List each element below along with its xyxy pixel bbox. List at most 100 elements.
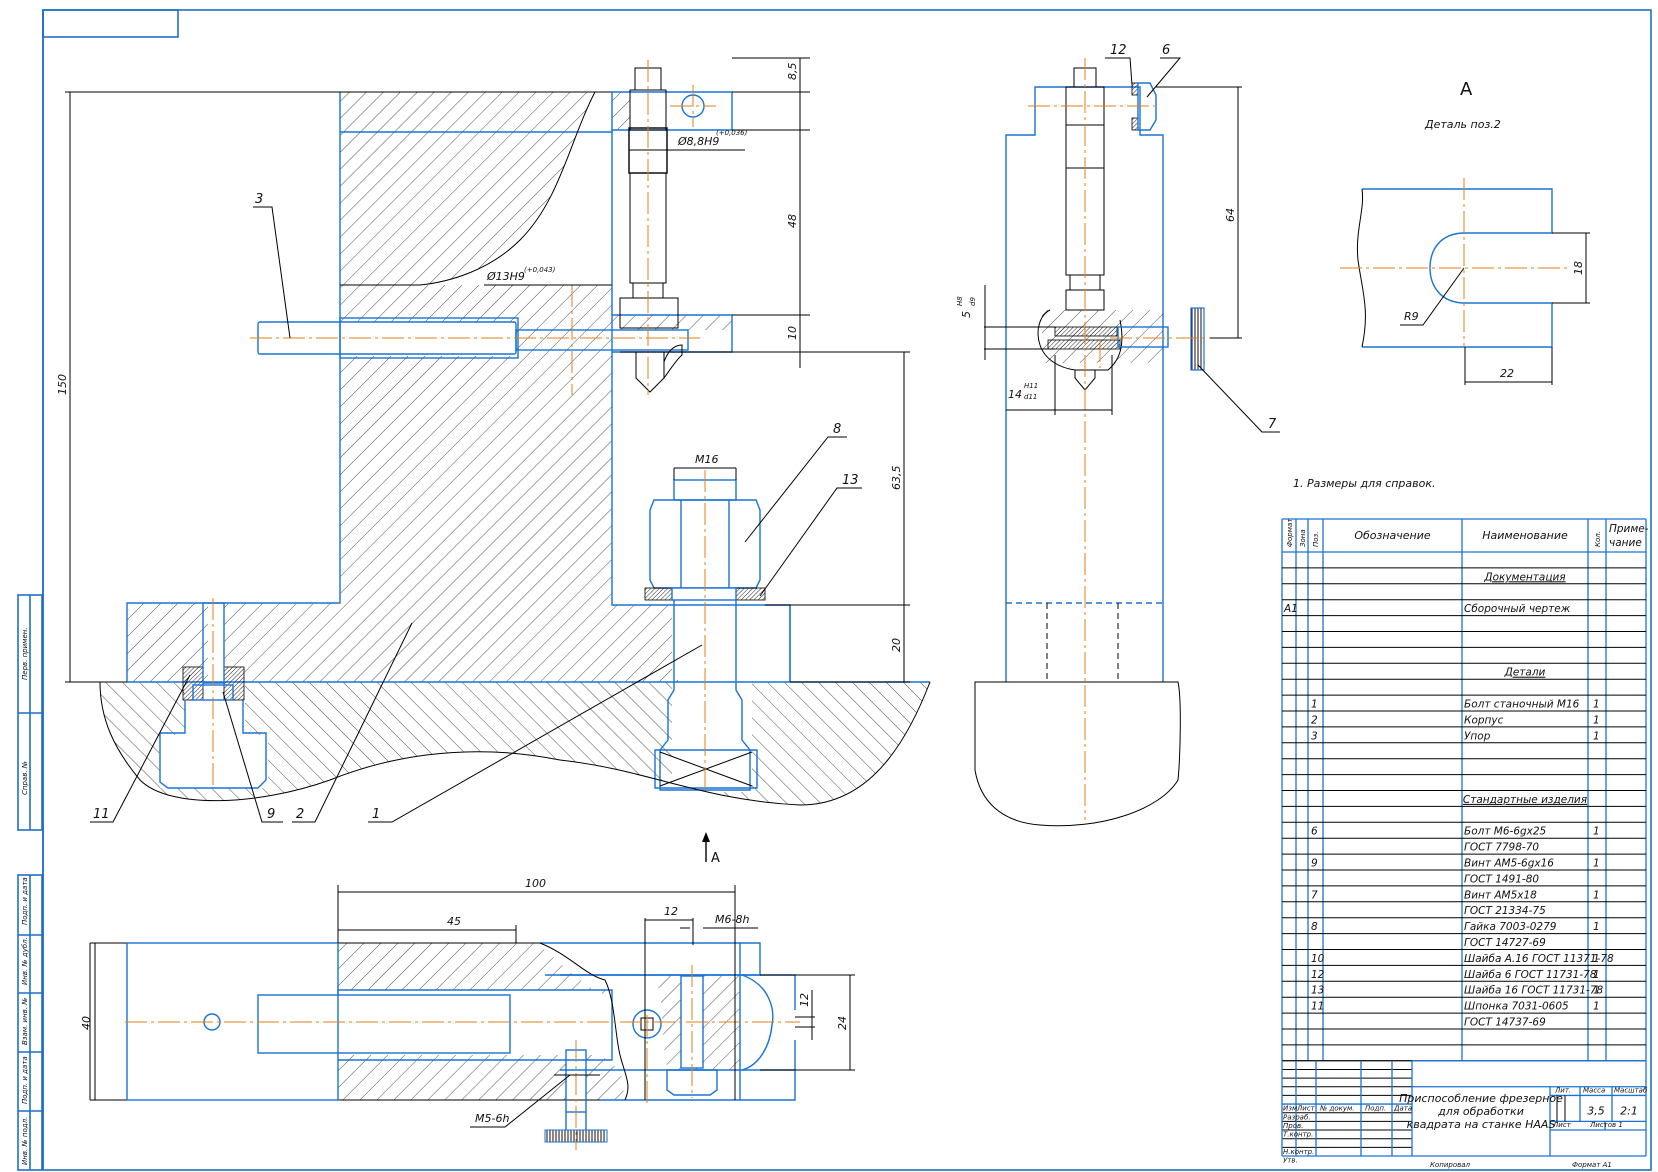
- drawing-title: для обработки: [1437, 1105, 1524, 1118]
- side-stamp-label: Взам. инв. №: [21, 997, 29, 1045]
- spec-position: 7: [1311, 889, 1318, 901]
- dim-12-right: 12: [798, 993, 811, 1007]
- dim-20: 20: [890, 638, 903, 652]
- spec-name: Шайба 6 ГОСТ 11731-78: [1464, 969, 1597, 981]
- spec-qty: 1: [1593, 858, 1600, 870]
- side-dimensions: 64 5 H8 d9 14 H11 d11: [956, 86, 1242, 415]
- spec-row: Документация: [1483, 571, 1565, 583]
- spec-name: Шайба А.16 ГОСТ 11371-78: [1464, 953, 1614, 965]
- plan-view: 100 45 12 М6-8h 12 24 40 М5-6h: [80, 877, 855, 1150]
- front-view: 150 8,5 48 10 63,5 20 М16 Ø8,8H9 (+0,036…: [56, 57, 931, 866]
- spec-header: Кол.: [1594, 531, 1602, 547]
- spec-position: 3: [1311, 730, 1318, 742]
- balloon-12: 12: [1110, 43, 1127, 58]
- spec-row: 10 Шайба А.16 ГОСТ 11371-781: [1311, 953, 1614, 965]
- mass-label: Масса: [1583, 1086, 1605, 1094]
- view-label: А: [1460, 79, 1473, 100]
- balloon-8: 8: [833, 422, 841, 437]
- plan-bolt-head: [666, 1069, 718, 1096]
- plan-screw-head: [632, 1009, 662, 1039]
- side-stamp-label: Перв. примен.: [21, 627, 29, 680]
- spec-position: 1: [1311, 699, 1318, 711]
- dim-40: 40: [80, 1016, 93, 1030]
- spec-name: Гайка 7003-0279: [1464, 921, 1557, 933]
- detail-view-a: А Деталь поз.2 18 22 R9: [1340, 79, 1590, 385]
- spec-qty: 1: [1593, 969, 1600, 981]
- scale-label: Масштаб: [1614, 1086, 1648, 1094]
- spec-position: 9: [1311, 858, 1318, 870]
- spec-name: Болт М6-6gх25: [1464, 826, 1547, 838]
- spec-section-title: Детали: [1504, 667, 1546, 679]
- lit-label: Лит.: [1554, 1086, 1571, 1094]
- dim-m6-8h: М6-8h: [715, 913, 749, 926]
- spec-name: ГОСТ 7798-70: [1464, 842, 1539, 854]
- spec-position: 6: [1311, 826, 1318, 838]
- spec-header: Обозначение: [1354, 529, 1431, 542]
- side-view: 64 5 H8 d9 14 H11 d11 12 6 7: [956, 43, 1280, 827]
- spec-format: А1: [1283, 603, 1298, 615]
- dim-24: 24: [836, 1016, 849, 1030]
- spec-qty: 1: [1593, 826, 1600, 838]
- spec-row: Детали: [1504, 667, 1546, 679]
- spec-qty: 1: [1593, 1001, 1600, 1013]
- balloon-7: 7: [1268, 417, 1277, 432]
- spec-row: ГОСТ 14737-69: [1464, 1017, 1546, 1029]
- outer-frame: [42, 9, 1652, 1171]
- side-stamp-label: Справ. №: [21, 761, 29, 795]
- knurled-screw: [1190, 307, 1205, 371]
- dim-22: 22: [1500, 367, 1514, 380]
- title-col-header: № докум.: [1319, 1105, 1355, 1113]
- dim-45: 45: [447, 915, 461, 928]
- balloon-2: 2: [296, 807, 304, 822]
- spec-header: Наименование: [1482, 529, 1568, 542]
- dim-63-5: 63,5: [890, 466, 903, 491]
- top-left-stamp-box: [42, 9, 179, 38]
- dim-14: 14: [1008, 388, 1022, 401]
- spec-header: Поз.: [1312, 532, 1320, 548]
- spec-name: Сборочный чертеж: [1464, 603, 1571, 615]
- spec-name: ГОСТ 14737-69: [1464, 1017, 1546, 1029]
- title-role: Т.контр.: [1283, 1131, 1313, 1139]
- side-balloons: 12 6 7: [1105, 43, 1280, 433]
- technical-note: 1. Размеры для справок.: [1293, 477, 1436, 490]
- title-role: Н.контр.: [1283, 1148, 1314, 1156]
- balloon-13: 13: [842, 473, 859, 488]
- spec-name: Винт АМ5-6gх16: [1464, 858, 1554, 870]
- dim-8-5: 8,5: [786, 63, 799, 81]
- spec-row: ГОСТ 7798-70: [1464, 842, 1539, 854]
- svg-text:d9: d9: [969, 297, 977, 306]
- spec-position: 10: [1311, 953, 1325, 965]
- spec-name: Упор: [1464, 730, 1491, 742]
- dim-5: 5: [960, 311, 973, 318]
- side-stamp-label: Подп. и дата: [21, 877, 29, 925]
- spec-name: Шайба 16 ГОСТ 11731-78: [1464, 985, 1604, 997]
- dim-bore-13: Ø13H9: [486, 270, 525, 283]
- spec-qty: 1: [1593, 985, 1600, 997]
- side-stamp-label: Инв. № подл.: [21, 1117, 29, 1165]
- svg-text:(+0,043): (+0,043): [524, 266, 556, 274]
- dim-48: 48: [786, 214, 799, 228]
- spec-qty: 1: [1593, 921, 1600, 933]
- t-bolt-head: [654, 749, 758, 789]
- spec-qty: 1: [1593, 953, 1600, 965]
- spec-row: А1 Сборочный чертеж: [1283, 603, 1571, 615]
- dim-12-top: 12: [664, 905, 678, 918]
- plan-stop-pin: [257, 994, 511, 1054]
- plan-dimensions: 100 45 12 М6-8h 12 24 40 М5-6h: [80, 877, 855, 1128]
- spec-name: Болт станочный М16: [1464, 699, 1580, 711]
- side-stamp-label: Инв. № дубл.: [21, 937, 29, 985]
- format-label: Формат А1: [1572, 1161, 1612, 1169]
- drawing-title: Приспособление фрезерное: [1399, 1092, 1563, 1105]
- side-stamp-label: Подп. и дата: [21, 1056, 29, 1104]
- spec-name: Шпонка 7031-0605: [1464, 1001, 1569, 1013]
- spec-row: ГОСТ 1491-80: [1464, 873, 1539, 885]
- sheet-label: Лист: [1552, 1121, 1572, 1129]
- sheet-frame: [42, 9, 1652, 1171]
- spec-qty: 1: [1593, 699, 1600, 711]
